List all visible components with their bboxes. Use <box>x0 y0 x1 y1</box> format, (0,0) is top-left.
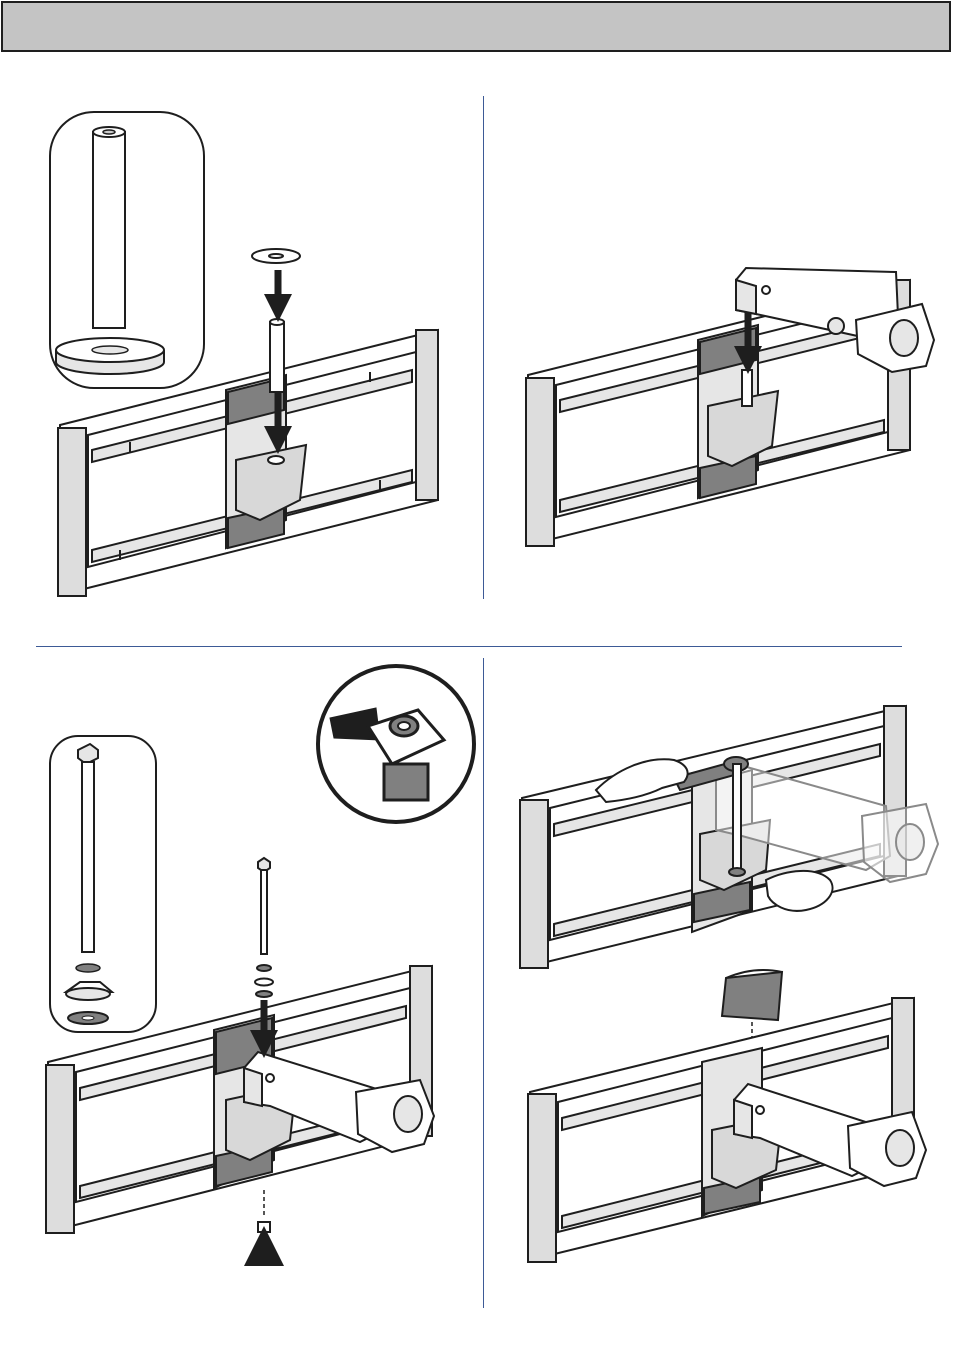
header-bar <box>1 1 951 52</box>
panel-step-tighten-cap <box>486 660 954 1320</box>
washer-icon <box>252 249 300 263</box>
vertical-divider-top <box>483 96 484 599</box>
panel-1-illustration <box>0 90 480 610</box>
horizontal-divider <box>36 646 902 647</box>
vertical-divider-bottom <box>483 658 484 1308</box>
panel-step-insert-bolt <box>0 660 480 1320</box>
long-bolt-icon <box>258 858 270 954</box>
panel-step-lower-arm <box>486 90 954 610</box>
panel-2-illustration <box>486 90 954 610</box>
spacer-detail-inset <box>50 112 204 388</box>
spacer-tube-icon <box>270 319 284 392</box>
washer-icon <box>255 965 273 997</box>
panel-step-insert-spacer <box>0 90 480 610</box>
cover-cap-icon <box>722 970 782 1020</box>
wrench-detail-icon <box>318 666 474 822</box>
bolt-detail-inset <box>50 736 156 1032</box>
panel-4-illustration <box>486 660 954 1320</box>
nut-icon <box>258 1222 270 1232</box>
panel-3-illustration <box>0 660 480 1320</box>
